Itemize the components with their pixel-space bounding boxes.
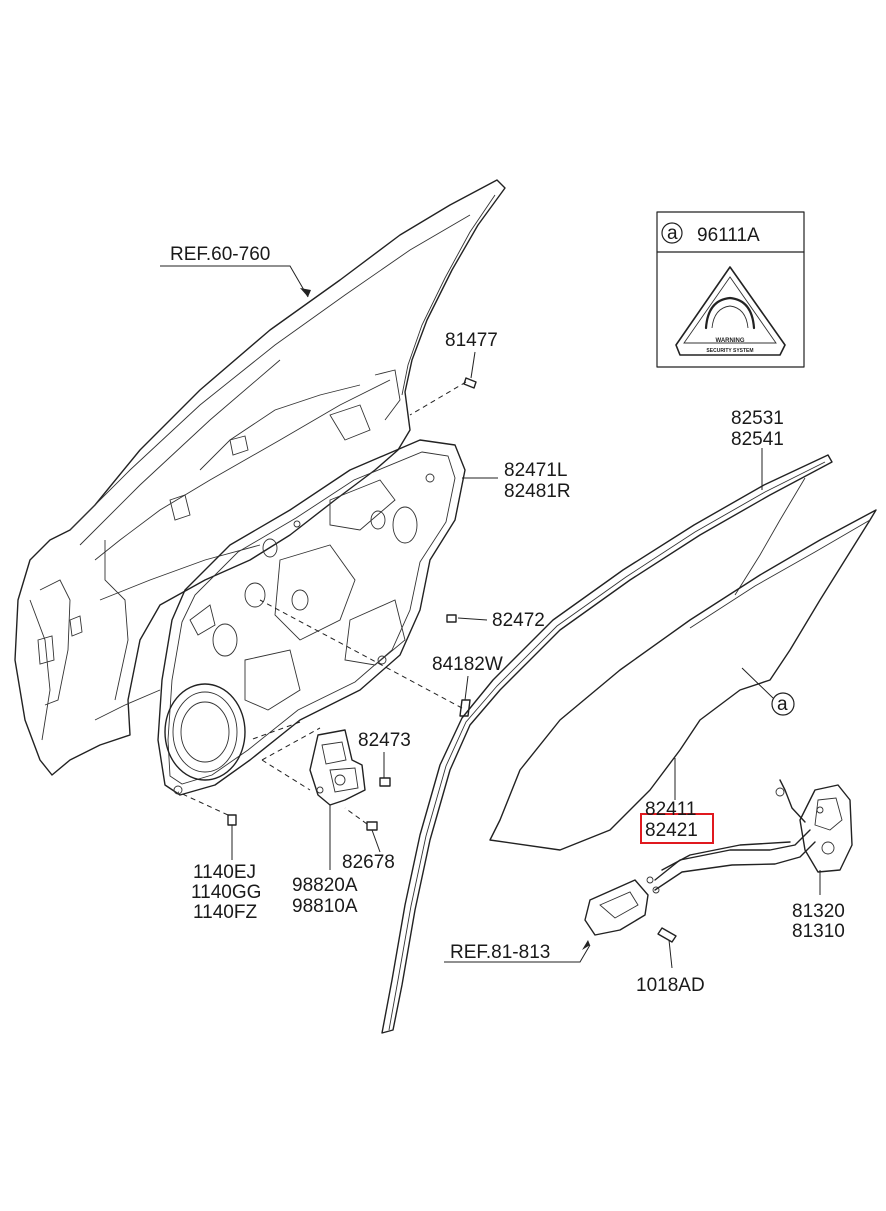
label-82678: 82678 — [342, 852, 395, 873]
label-84182W: 84182W — [432, 654, 503, 675]
label-81477: 81477 — [445, 330, 498, 351]
label-82541: 82541 — [731, 429, 784, 450]
legend-part-no: 96111A — [697, 225, 760, 246]
leader-lines — [160, 265, 821, 969]
legend-callout: a — [667, 223, 678, 244]
callout-a-label: a — [777, 694, 788, 715]
door-glass — [489, 509, 877, 851]
highlight-box-82421 — [640, 813, 714, 844]
door-latch — [654, 779, 853, 891]
fasteners — [227, 377, 677, 943]
glass-run-channel — [381, 454, 833, 1034]
label-98820A: 98820A — [292, 875, 358, 896]
label-1018AD: 1018AD — [636, 975, 705, 996]
label-82421: 82421 — [645, 820, 698, 841]
window-regulator — [309, 729, 366, 806]
label-ref-81-813: REF.81-813 — [450, 942, 550, 963]
label-81320: 81320 — [792, 901, 845, 922]
label-82411: 82411 — [645, 799, 696, 820]
part-labels: REF.60-760 81477 82471L 82481R 82472 841… — [170, 244, 845, 996]
label-98810A: 98810A — [292, 896, 358, 917]
label-82473: 82473 — [358, 730, 411, 751]
label-1140GG: 1140GG — [191, 882, 261, 903]
label-ref-60-760: REF.60-760 — [170, 244, 270, 265]
inside-handle — [584, 876, 660, 936]
label-82481R: 82481R — [504, 481, 571, 502]
warning-text: WARNING — [716, 338, 745, 344]
legend-box: a 96111A WARNING SECURITY SYSTEM — [656, 211, 805, 368]
label-82471L: 82471L — [504, 460, 567, 481]
security-system-text: SECURITY SYSTEM — [706, 348, 753, 354]
door-shell — [14, 179, 506, 776]
label-1140FZ: 1140FZ — [193, 902, 257, 923]
callout-a: a — [771, 692, 795, 716]
inner-panel — [157, 439, 466, 796]
label-82472: 82472 — [492, 610, 545, 631]
label-1140EJ: 1140EJ — [193, 862, 256, 883]
label-82531: 82531 — [731, 408, 784, 429]
label-81310: 81310 — [792, 921, 845, 942]
